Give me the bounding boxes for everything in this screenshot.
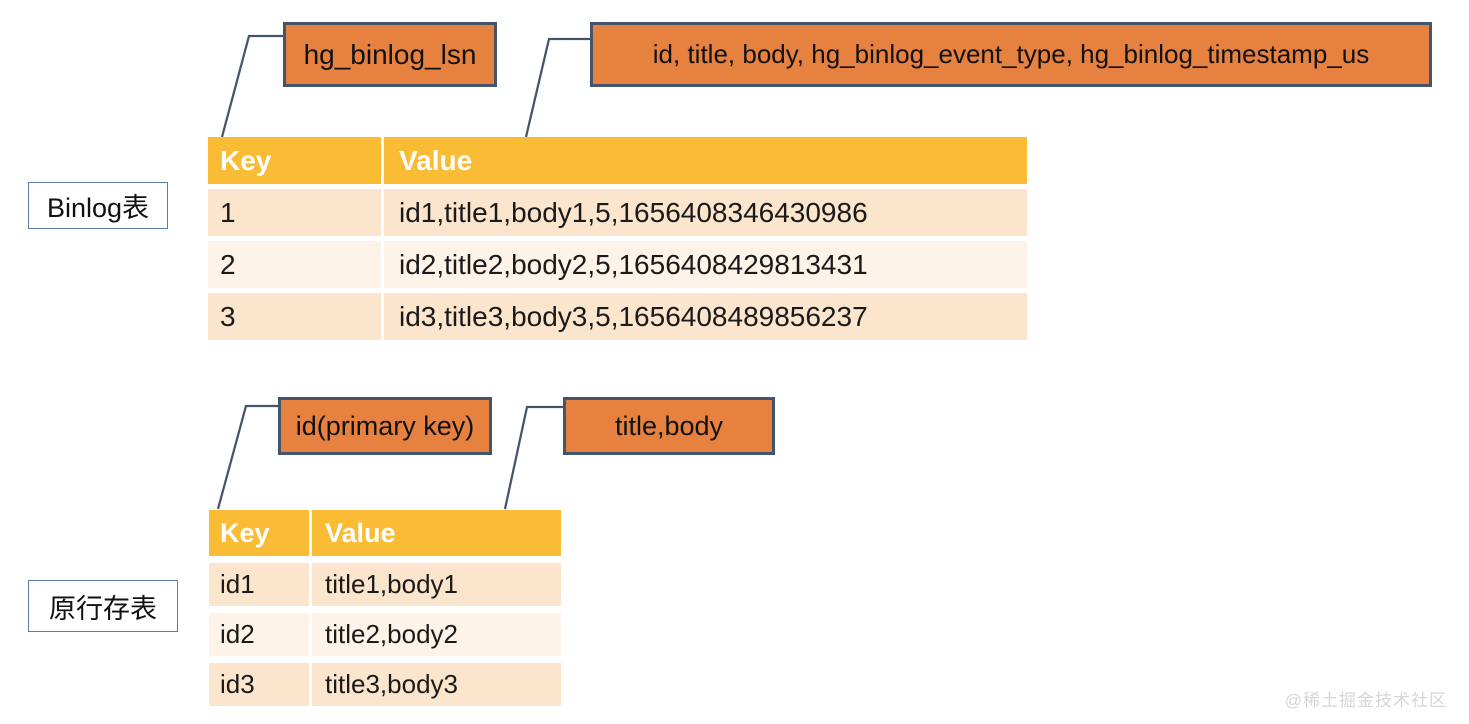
- callout-binlog-value-label: id, title, body, hg_binlog_event_type, h…: [652, 39, 1370, 69]
- rowstore-table-header-row: Key Value: [209, 510, 561, 556]
- binlog-table-label-box: Binlog表: [28, 182, 168, 229]
- rowstore-table: Key Value id1 title1,body1 id2 title2,bo…: [209, 510, 561, 706]
- watermark: @稀土掘金技术社区: [1284, 691, 1447, 710]
- callout-rowstore-key-column: id(primary key): [278, 397, 492, 455]
- callout-rowstore-key-label: id(primary key): [295, 410, 475, 441]
- binlog-header-value: Value: [384, 137, 1027, 184]
- binlog-row3-value: id3,title3,body3,5,1656408489856237: [384, 288, 1027, 340]
- binlog-header-key: Key: [208, 137, 384, 184]
- table-row: id3 title3,body3: [209, 656, 561, 706]
- rowstore-row1-key: id1: [209, 556, 312, 606]
- rowstore-row2-key: id2: [209, 606, 312, 656]
- rowstore-row3-key: id3: [209, 656, 312, 706]
- callout-binlog-value-column: id, title, body, hg_binlog_event_type, h…: [590, 22, 1432, 87]
- leader-line-rowstore-key: [216, 404, 278, 510]
- binlog-table-label: Binlog表: [46, 193, 150, 223]
- binlog-table: Key Value 1 id1,title1,body1,5,165640834…: [208, 137, 1027, 340]
- callout-binlog-key-label: hg_binlog_lsn: [303, 38, 477, 70]
- binlog-row1-value: id1,title1,body1,5,1656408346430986: [384, 184, 1027, 236]
- rowstore-header-value: Value: [312, 510, 561, 556]
- binlog-table-header-row: Key Value: [208, 137, 1027, 184]
- callout-rowstore-value-column: title,body: [563, 397, 775, 455]
- callout-binlog-key-column: hg_binlog_lsn: [283, 22, 497, 87]
- binlog-row2-key: 2: [208, 236, 384, 288]
- leader-line-binlog-value: [524, 37, 590, 138]
- table-row: id1 title1,body1: [209, 556, 561, 606]
- callout-rowstore-value-label: title,body: [614, 410, 724, 441]
- binlog-row3-key: 3: [208, 288, 384, 340]
- leader-line-binlog-key: [220, 34, 283, 138]
- leader-line-rowstore-value: [503, 405, 563, 510]
- table-row: 2 id2,title2,body2,5,1656408429813431: [208, 236, 1027, 288]
- table-row: id2 title2,body2: [209, 606, 561, 656]
- rowstore-row2-value: title2,body2: [312, 606, 561, 656]
- rowstore-table-label-box: 原行存表: [28, 580, 178, 632]
- table-row: 3 id3,title3,body3,5,1656408489856237: [208, 288, 1027, 340]
- rowstore-table-label: 原行存表: [49, 593, 157, 624]
- binlog-row1-key: 1: [208, 184, 384, 236]
- rowstore-row1-value: title1,body1: [312, 556, 561, 606]
- binlog-row2-value: id2,title2,body2,5,1656408429813431: [384, 236, 1027, 288]
- table-row: 1 id1,title1,body1,5,1656408346430986: [208, 184, 1027, 236]
- rowstore-row3-value: title3,body3: [312, 656, 561, 706]
- rowstore-header-key: Key: [209, 510, 312, 556]
